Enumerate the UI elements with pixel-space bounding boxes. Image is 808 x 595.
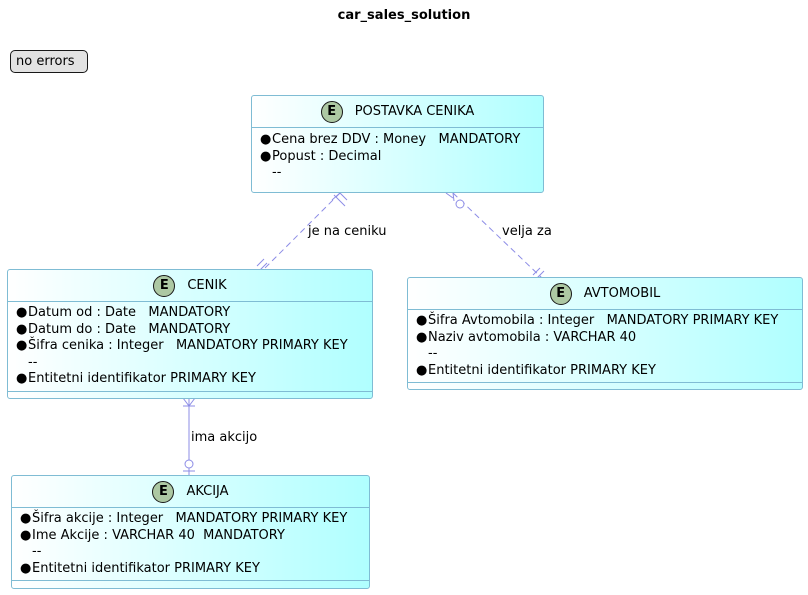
link-je-na-ceniku (262, 192, 341, 271)
attribute-row: ●Entitetni identifikator PRIMARY KEY (416, 363, 802, 380)
crow-foot-postavka-bar (333, 194, 346, 207)
attribute-row: ●Ime Akcije : VARCHAR 40 MANDATORY (20, 528, 369, 545)
attribute-text: Šifra Avtomobila : Integer MANDATORY PRI… (428, 313, 779, 328)
attribute-row: ●Cena brez DDV : Money MANDATORY (260, 132, 543, 149)
attribute-separator: -- (32, 544, 42, 559)
bullet-icon: ● (16, 338, 28, 353)
bullet-icon: ● (416, 329, 428, 345)
attribute-row: ●Naziv avtomobila : VARCHAR 40 (416, 330, 802, 347)
entity-header: E AKCIJA (12, 476, 369, 508)
bullet-icon: ● (260, 132, 272, 147)
attribute-row: ●Šifra Avtomobila : Integer MANDATORY PR… (416, 313, 802, 330)
entity-icon: E (153, 274, 176, 297)
attribute-text: Entitetni identifikator PRIMARY KEY (428, 362, 656, 378)
entity-header: E CENIK (8, 270, 372, 302)
attribute-row: ●Entitetni identifikator PRIMARY KEY (20, 561, 369, 578)
entity-cenik[interactable]: E CENIK ●Datum od : Date MANDATORY ●Datu… (7, 269, 373, 399)
diagram-title: car_sales_solution (337, 8, 471, 23)
crow-foot-cenik-left (182, 397, 190, 407)
bullet-icon: ● (20, 560, 32, 576)
attribute-row: ●Entitetni identifikator PRIMARY KEY (16, 371, 372, 388)
entity-avtomobil[interactable]: E AVTOMOBIL ●Šifra Avtomobila : Integer … (407, 277, 803, 390)
one-mark-cenik-b (259, 262, 268, 271)
entity-name: AVTOMOBIL (583, 286, 661, 301)
attribute-text: Ime Akcije : VARCHAR 40 MANDATORY (32, 527, 285, 543)
attribute-text: Entitetni identifikator PRIMARY KEY (28, 371, 256, 386)
bullet-icon: ● (20, 527, 32, 543)
relationship-label-ima-akcijo: ima akcijo (191, 430, 258, 445)
link-velja-za (452, 192, 543, 279)
entity-header: E AVTOMOBIL (408, 278, 802, 310)
entity-akcija[interactable]: E AKCIJA ●Šifra akcije : Integer MANDATO… (11, 475, 370, 589)
attribute-separator: -- (272, 165, 282, 180)
one-mark-avtomobil-a (532, 267, 541, 276)
bullet-icon: ● (16, 305, 28, 320)
attribute-text: Popust : Decimal (272, 148, 382, 164)
attribute-row: ●Datum do : Date MANDATORY (16, 322, 372, 339)
bullet-icon: ● (20, 511, 32, 526)
attribute-row: ●Datum od : Date MANDATORY (16, 305, 372, 322)
one-mark-cenik-a (256, 258, 265, 267)
attribute-text: Datum od : Date MANDATORY (28, 305, 231, 320)
crow-foot-postavka2-right (452, 192, 455, 202)
bullet-icon: ● (416, 362, 428, 378)
bullet-icon: ● (16, 321, 28, 337)
bullet-icon: ● (16, 371, 28, 386)
crow-foot-postavka-right (339, 192, 348, 201)
one-mark-avtomobil-b (536, 270, 545, 279)
entity-header: E POSTAVKA CENIKA (252, 96, 543, 128)
attribute-text: Naziv avtomobila : VARCHAR 40 (428, 329, 637, 345)
attribute-text: Šifra cenika : Integer MANDATORY PRIMARY… (28, 338, 348, 353)
attribute-row: ●Šifra akcije : Integer MANDATORY PRIMAR… (20, 511, 369, 528)
attribute-separator: -- (28, 354, 38, 370)
zero-mark-akcija (184, 459, 194, 469)
entity-postavka-cenika[interactable]: E POSTAVKA CENIKA ●Cena brez DDV : Money… (251, 95, 544, 193)
relationship-label-velja-za: velja za (502, 224, 552, 239)
relationship-label-je-na-ceniku: je na ceniku (308, 224, 387, 239)
attribute-row: ●Popust : Decimal (260, 149, 543, 166)
attribute-text: Cena brez DDV : Money MANDATORY (272, 132, 521, 147)
entity-icon: E (152, 480, 175, 503)
entity-name: POSTAVKA CENIKA (354, 104, 475, 119)
bullet-icon: ● (416, 313, 428, 328)
attribute-text: Datum do : Date MANDATORY (28, 321, 231, 337)
zero-mark-postavka (455, 199, 465, 209)
attribute-separator: -- (428, 346, 438, 361)
entity-icon: E (549, 282, 572, 305)
attribute-row: ●Šifra cenika : Integer MANDATORY PRIMAR… (16, 338, 372, 355)
crow-foot-cenik-right (188, 397, 196, 407)
attribute-text: Entitetni identifikator PRIMARY KEY (32, 560, 260, 576)
crow-foot-postavka2-left (445, 192, 454, 199)
entity-name: CENIK (187, 278, 227, 293)
status-badge: no errors (10, 50, 88, 73)
bullet-icon: ● (260, 148, 272, 164)
entity-icon: E (320, 100, 343, 123)
entity-name: AKCIJA (186, 484, 229, 499)
attribute-text: Šifra akcije : Integer MANDATORY PRIMARY… (32, 511, 348, 526)
